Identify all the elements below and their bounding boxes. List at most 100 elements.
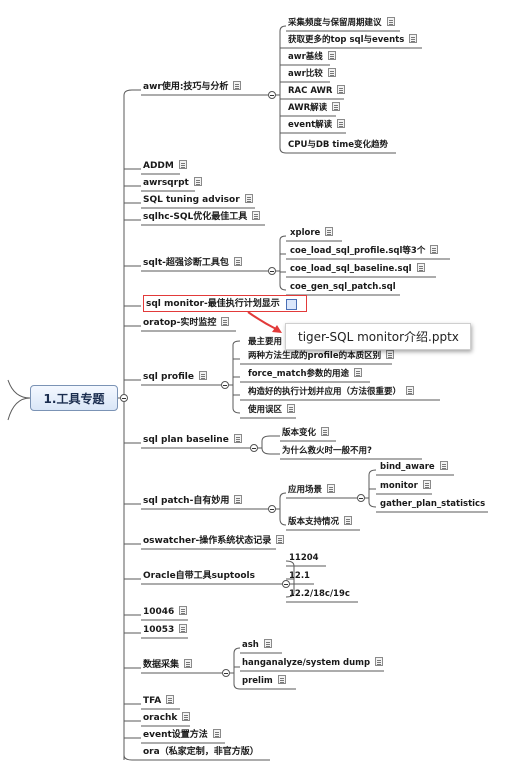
topic-addm[interactable]: ADDM bbox=[143, 160, 187, 172]
note-icon[interactable] bbox=[439, 461, 448, 470]
profile-child[interactable]: 最主要用 bbox=[248, 336, 282, 348]
topic-awr[interactable]: awr使用:技巧与分析 bbox=[143, 81, 242, 93]
collect-collapse-toggle[interactable] bbox=[222, 669, 230, 677]
topic-sql-monitor[interactable]: sql monitor-最佳执行计划显示 bbox=[146, 298, 280, 310]
topic-awrsqrpt[interactable]: awrsqrpt bbox=[143, 177, 202, 189]
sql-profile-collapse-toggle[interactable] bbox=[221, 381, 229, 389]
patch-scene[interactable]: 应用场景 bbox=[288, 484, 336, 496]
sqlt-child[interactable]: xplore bbox=[290, 227, 334, 239]
note-icon[interactable] bbox=[287, 404, 296, 413]
note-icon[interactable] bbox=[198, 371, 207, 380]
note-icon[interactable] bbox=[327, 484, 336, 493]
topic-10046[interactable]: 10046 bbox=[143, 606, 188, 618]
note-icon[interactable] bbox=[179, 606, 188, 615]
note-icon[interactable] bbox=[321, 427, 330, 436]
baseline-child[interactable]: 版本变化 bbox=[282, 427, 330, 439]
scene-child[interactable]: bind_aware bbox=[380, 461, 448, 473]
profile-child[interactable]: 构造好的执行计划并应用（方法很重要） bbox=[248, 386, 415, 398]
patch-version[interactable]: 版本支持情况 bbox=[288, 516, 353, 528]
note-icon[interactable] bbox=[327, 51, 336, 60]
note-icon[interactable] bbox=[337, 119, 346, 128]
topic-ora[interactable]: ora（私家定制，非官方版） bbox=[143, 746, 259, 758]
note-icon[interactable] bbox=[422, 480, 431, 489]
topic-tfa[interactable]: TFA bbox=[143, 695, 175, 707]
sqlt-child[interactable]: coe_load_sql_profile.sql等3个 bbox=[290, 245, 439, 257]
awr-child[interactable]: event解读 bbox=[288, 119, 346, 131]
attachment-icon[interactable] bbox=[286, 299, 297, 310]
note-icon[interactable] bbox=[344, 516, 353, 525]
note-icon[interactable] bbox=[184, 659, 193, 668]
suptools-child[interactable]: 12.2/18c/19c bbox=[289, 588, 350, 600]
topic-collect[interactable]: 数据采集 bbox=[143, 659, 193, 671]
awr-collapse-toggle[interactable] bbox=[268, 91, 276, 99]
awr-child[interactable]: awr比较 bbox=[288, 68, 336, 80]
root-collapse-toggle[interactable] bbox=[120, 394, 128, 402]
scene-collapse-toggle[interactable] bbox=[357, 494, 365, 502]
root-topic[interactable]: 1.工具专题 bbox=[30, 385, 118, 411]
awr-child[interactable]: AWR解读 bbox=[288, 102, 341, 114]
topic-tuning-advisor[interactable]: SQL tuning advisor bbox=[143, 194, 253, 206]
note-icon[interactable] bbox=[375, 657, 384, 666]
topic-orachk[interactable]: orachk bbox=[143, 712, 191, 724]
sqlt-child[interactable]: coe_load_sql_baseline.sql bbox=[290, 263, 425, 275]
topic-sql-patch[interactable]: sql patch-自有妙用 bbox=[143, 495, 243, 507]
collect-child[interactable]: prelim bbox=[242, 675, 286, 687]
topic-sqlt[interactable]: sqlt-超强诊断工具包 bbox=[143, 257, 242, 269]
note-icon[interactable] bbox=[327, 68, 336, 77]
collect-child[interactable]: ash bbox=[242, 639, 272, 651]
sql-patch-collapse-toggle[interactable] bbox=[268, 505, 276, 513]
note-icon[interactable] bbox=[276, 535, 285, 544]
profile-child[interactable]: 两种方法生成的profile的本质区别 bbox=[248, 350, 395, 362]
sqlt-child[interactable]: coe_gen_sql_patch.sql bbox=[290, 281, 396, 293]
note-icon[interactable] bbox=[386, 350, 395, 359]
note-icon[interactable] bbox=[182, 712, 191, 721]
scene-child[interactable]: monitor bbox=[380, 480, 431, 492]
topic-sql-profile[interactable]: sql profile bbox=[143, 371, 207, 383]
profile-child[interactable]: force_match参数的用途 bbox=[248, 368, 363, 380]
note-icon[interactable] bbox=[409, 34, 418, 43]
note-icon[interactable] bbox=[354, 368, 363, 377]
note-icon[interactable] bbox=[193, 177, 202, 186]
note-icon[interactable] bbox=[406, 386, 415, 395]
note-icon[interactable] bbox=[179, 624, 188, 633]
note-icon[interactable] bbox=[416, 263, 425, 272]
collect-child[interactable]: hanganalyze/system dump bbox=[242, 657, 384, 669]
note-icon[interactable] bbox=[337, 85, 346, 94]
baseline-child[interactable]: 为什么救火时一般不用? bbox=[282, 445, 372, 457]
note-icon[interactable] bbox=[178, 160, 187, 169]
suptools-collapse-toggle[interactable] bbox=[282, 580, 290, 588]
profile-child[interactable]: 使用误区 bbox=[248, 404, 296, 416]
topic-plan-baseline[interactable]: sql plan baseline bbox=[143, 434, 242, 446]
topic-sqlhc[interactable]: sqlhc-SQL优化最佳工具 bbox=[143, 211, 261, 223]
note-icon[interactable] bbox=[263, 639, 272, 648]
topic-event-setting[interactable]: event设置方法 bbox=[143, 729, 221, 741]
note-icon[interactable] bbox=[233, 257, 242, 266]
note-icon[interactable] bbox=[277, 675, 286, 684]
note-icon[interactable] bbox=[244, 194, 253, 203]
topic-10053[interactable]: 10053 bbox=[143, 624, 188, 636]
note-icon[interactable] bbox=[325, 227, 334, 236]
sqlt-collapse-toggle[interactable] bbox=[268, 267, 276, 275]
suptools-child[interactable]: 12.1 bbox=[289, 570, 310, 582]
note-icon[interactable] bbox=[332, 102, 341, 111]
scene-child[interactable]: gather_plan_statistics bbox=[380, 498, 485, 510]
suptools-child[interactable]: 11204 bbox=[289, 552, 319, 564]
awr-child[interactable]: awr基线 bbox=[288, 51, 336, 63]
topic-oswatcher[interactable]: oswatcher-操作系统状态记录 bbox=[143, 535, 285, 547]
note-icon[interactable] bbox=[252, 211, 261, 220]
note-icon[interactable] bbox=[386, 17, 395, 26]
note-icon[interactable] bbox=[212, 729, 221, 738]
awr-child[interactable]: 采集频度与保留周期建议 bbox=[288, 17, 395, 29]
topic-suptools[interactable]: Oracle自带工具suptools bbox=[143, 570, 255, 582]
note-icon[interactable] bbox=[233, 81, 242, 90]
topic-oratop[interactable]: oratop-实时监控 bbox=[143, 317, 230, 329]
note-icon[interactable] bbox=[221, 317, 230, 326]
note-icon[interactable] bbox=[430, 245, 439, 254]
note-icon[interactable] bbox=[233, 434, 242, 443]
awr-child[interactable]: 获取更多的top sql与events bbox=[288, 34, 418, 46]
awr-child[interactable]: RAC AWR bbox=[288, 85, 346, 97]
awr-child[interactable]: CPU与DB time变化趋势 bbox=[288, 139, 388, 151]
note-icon[interactable] bbox=[166, 695, 175, 704]
note-icon[interactable] bbox=[234, 495, 243, 504]
baseline-collapse-toggle[interactable] bbox=[250, 444, 258, 452]
